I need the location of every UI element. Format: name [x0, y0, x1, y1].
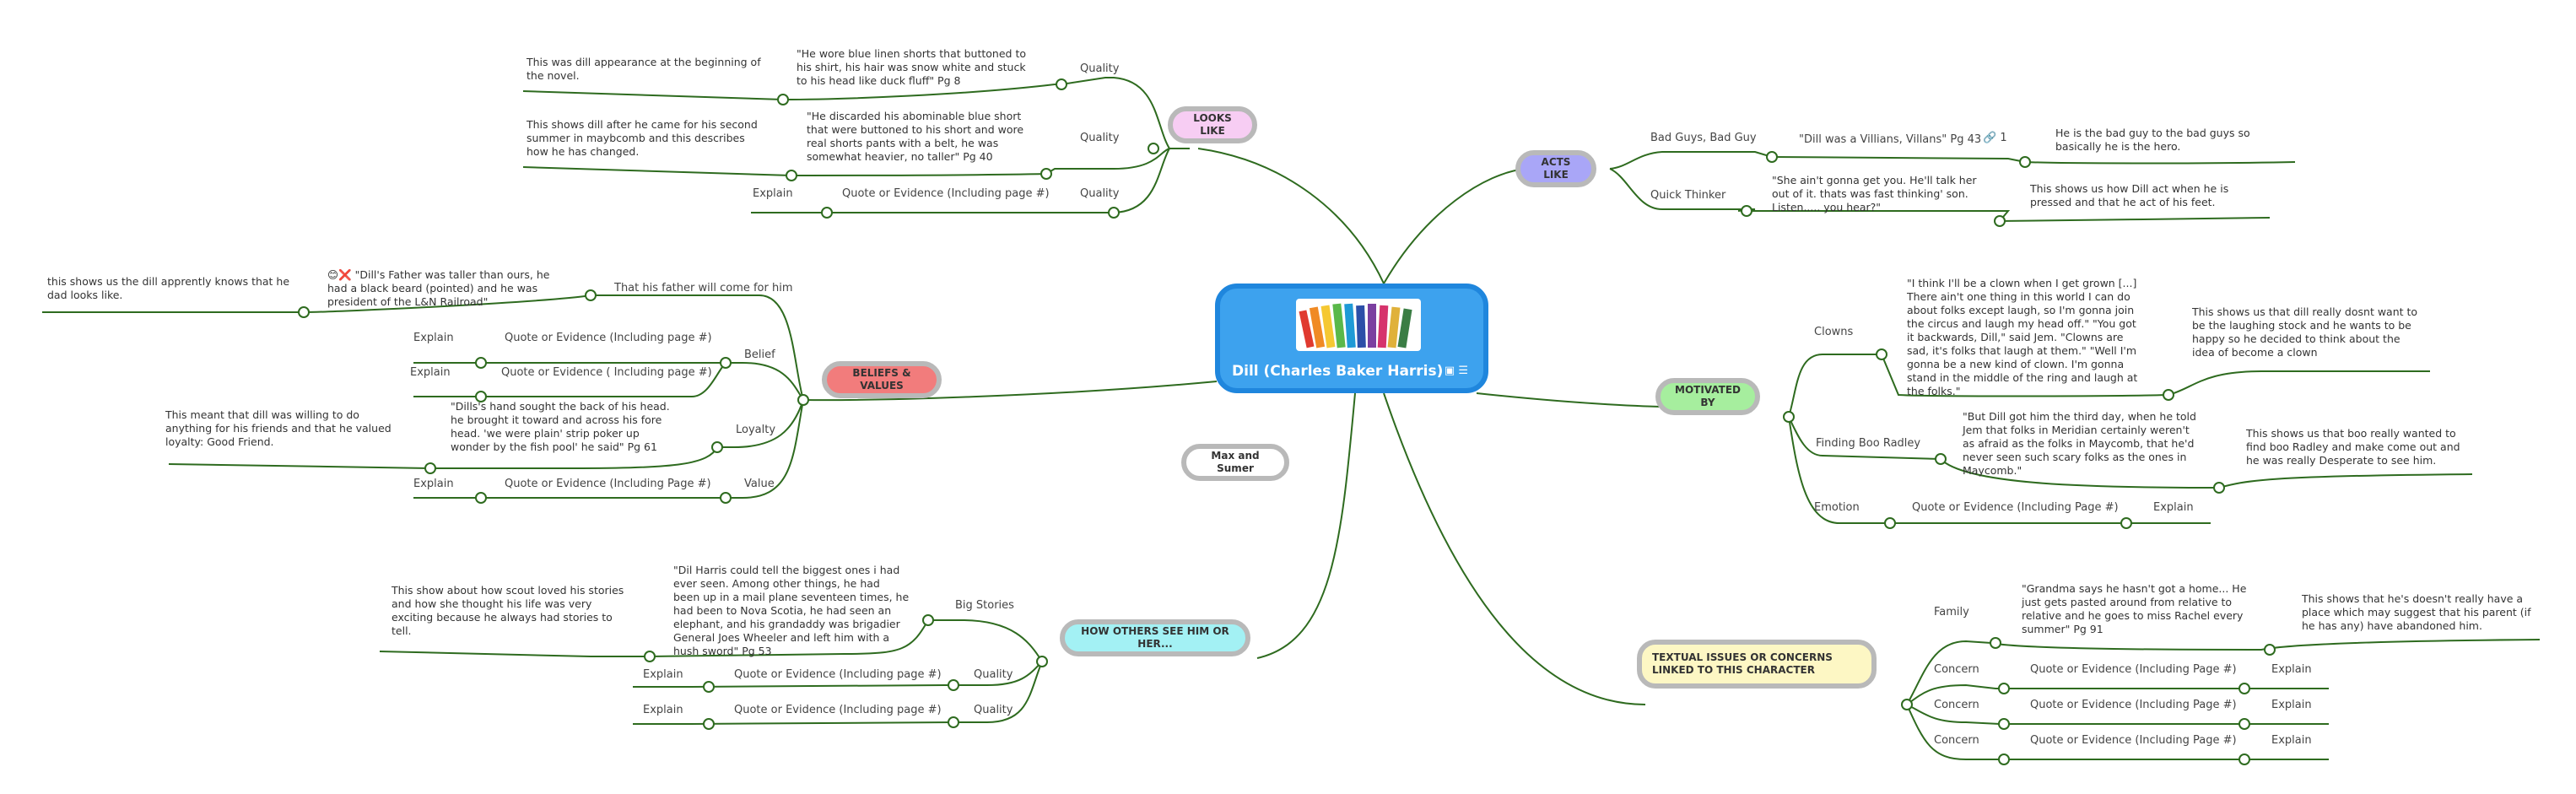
motivated-quote-1[interactable]: "I think I'll be a clown when I get grow… [1907, 277, 2138, 397]
root-node[interactable]: Dill (Charles Baker Harris) ▣ ☰ [1215, 284, 1488, 393]
others-quote-2[interactable]: Quote or Evidence (Including page #) [734, 668, 942, 681]
branch-acts-like[interactable]: ACTS LIKE [1515, 150, 1596, 187]
link-icon: 🔗 [1983, 132, 1997, 144]
motivated-explain-1[interactable]: This shows us that dill really dosnt wan… [2192, 305, 2418, 359]
books-image [1296, 299, 1421, 351]
others-quality-3[interactable]: Quality [974, 704, 1013, 716]
connector-beliefs [802, 381, 1218, 402]
others-explain-1[interactable]: This show about how scout loved his stor… [392, 584, 624, 637]
others-explain-3[interactable]: Explain [643, 704, 683, 716]
branch-looks-like[interactable]: LOOKS LIKE [1168, 106, 1257, 143]
motivated-clowns[interactable]: Clowns [1814, 326, 1854, 338]
link-count: 1 [2000, 132, 2007, 144]
looks-quote-2[interactable]: "He discarded his abominable blue short … [807, 110, 1024, 163]
connector-motivated [1476, 392, 1670, 408]
branch-beliefs-values[interactable]: BELIEFS & VALUES [822, 361, 942, 398]
textual-explain-1[interactable]: This shows that he's doesn't really have… [2302, 592, 2531, 632]
textual-family[interactable]: Family [1934, 606, 1969, 618]
beliefs-belief[interactable]: Belief [744, 348, 775, 361]
beliefs-quote-1[interactable]: 😊❌ "Dill's Father was taller than ours, … [327, 268, 550, 308]
textual-concern-2[interactable]: Concern [1934, 663, 1979, 676]
floating-topic-max-sumer[interactable]: Max and Sumer [1181, 444, 1289, 481]
motivated-explain-3[interactable]: Explain [2153, 501, 2194, 514]
branch-motivated-by[interactable]: MOTIVATED BY [1655, 378, 1760, 415]
textual-concern-3[interactable]: Concern [1934, 699, 1979, 711]
looks-quality-3[interactable]: Quality [1080, 187, 1120, 200]
beliefs-explain-3[interactable]: This meant that dill was willing to do a… [165, 408, 392, 448]
beliefs-value[interactable]: Value [744, 478, 775, 490]
beliefs-quote-2b[interactable]: Quote or Evidence ( Including page #) [501, 366, 712, 379]
beliefs-quote-4[interactable]: Quote or Evidence (Including Page #) [505, 478, 711, 490]
beliefs-loyalty[interactable]: Loyalty [736, 424, 776, 436]
emoji-icons: 😊❌ [327, 268, 352, 281]
motivated-quote-2[interactable]: "But Dill got him the third day, when he… [1963, 410, 2196, 477]
beliefs-explain-2a[interactable]: Explain [413, 332, 454, 344]
connector-looks-like [1197, 148, 1385, 284]
beliefs-quote-2a[interactable]: Quote or Evidence (Including page #) [505, 332, 712, 344]
acts-explain-1[interactable]: He is the bad guy to the bad guys so bas… [2055, 127, 2250, 153]
motivated-quote-3[interactable]: Quote or Evidence (Including Page #) [1912, 501, 2119, 514]
beliefs-explain-4[interactable]: Explain [413, 478, 454, 490]
looks-explain-3[interactable]: Explain [753, 187, 793, 200]
textual-explain-4[interactable]: Explain [2271, 734, 2312, 747]
beliefs-explain-1[interactable]: this shows us the dill apprently knows t… [47, 275, 290, 301]
looks-quote-1[interactable]: "He wore blue linen shorts that buttoned… [797, 47, 1027, 87]
looks-quality-2[interactable]: Quality [1080, 132, 1120, 144]
connector-textual [1383, 392, 1646, 705]
connector-others [1256, 392, 1356, 659]
beliefs-explain-2b[interactable]: Explain [410, 366, 451, 379]
others-big-stories[interactable]: Big Stories [955, 599, 1014, 612]
others-quote-1[interactable]: "Dil Harris could tell the biggest ones … [673, 564, 910, 657]
textual-quote-3[interactable]: Quote or Evidence (Including Page #) [2030, 699, 2237, 711]
looks-quote-3[interactable]: Quote or Evidence (Including page #) [842, 187, 1050, 200]
beliefs-father[interactable]: That his father will come for him [614, 282, 793, 294]
looks-explain-1[interactable]: This was dill appearance at the beginnin… [527, 56, 761, 82]
acts-link-count[interactable]: 🔗 1 [1983, 132, 2007, 144]
textual-explain-2[interactable]: Explain [2271, 663, 2312, 676]
others-quality-2[interactable]: Quality [974, 668, 1013, 681]
motivated-boo-radley[interactable]: Finding Boo Radley [1816, 437, 1921, 450]
motivated-emotion[interactable]: Emotion [1814, 501, 1860, 514]
others-quote-3[interactable]: Quote or Evidence (Including page #) [734, 704, 942, 716]
acts-quote-2[interactable]: "She ain't gonna get you. He'll talk her… [1772, 174, 1977, 213]
root-title: Dill (Charles Baker Harris) [1232, 363, 1444, 380]
acts-label-bad-guys[interactable]: Bad Guys, Bad Guy [1650, 132, 1757, 144]
textual-quote-4[interactable]: Quote or Evidence (Including Page #) [2030, 734, 2237, 747]
looks-quality-1[interactable]: Quality [1080, 62, 1120, 75]
image-icon[interactable]: ▣ [1444, 365, 1455, 377]
root-icons: ▣ ☰ [1445, 365, 1468, 377]
others-explain-2[interactable]: Explain [643, 668, 683, 681]
textual-quote-1[interactable]: "Grandma says he hasn't got a home... He… [2022, 582, 2247, 635]
connector-acts-like [1383, 168, 1526, 284]
branch-textual-issues[interactable]: TEXTUAL ISSUES OR CONCERNS LINKED TO THI… [1637, 640, 1877, 689]
motivated-explain-2[interactable]: This shows us that boo really wanted to … [2246, 427, 2460, 467]
textual-quote-2[interactable]: Quote or Evidence (Including Page #) [2030, 663, 2237, 676]
notes-icon[interactable]: ☰ [1458, 365, 1468, 377]
acts-quote-1[interactable]: "Dill was a Villians, Villans" Pg 43 [1799, 133, 1982, 146]
textual-concern-4[interactable]: Concern [1934, 734, 1979, 747]
acts-explain-2[interactable]: This shows us how Dill act when he is pr… [2030, 182, 2229, 208]
beliefs-quote-3[interactable]: "Dills's hand sought the back of his hea… [451, 400, 670, 453]
acts-label-quick-thinker[interactable]: Quick Thinker [1650, 189, 1726, 202]
branch-how-others-see[interactable]: HOW OTHERS SEE HIM OR HER... [1060, 619, 1250, 656]
looks-explain-2[interactable]: This shows dill after he came for his se… [527, 118, 758, 158]
textual-explain-3[interactable]: Explain [2271, 699, 2312, 711]
